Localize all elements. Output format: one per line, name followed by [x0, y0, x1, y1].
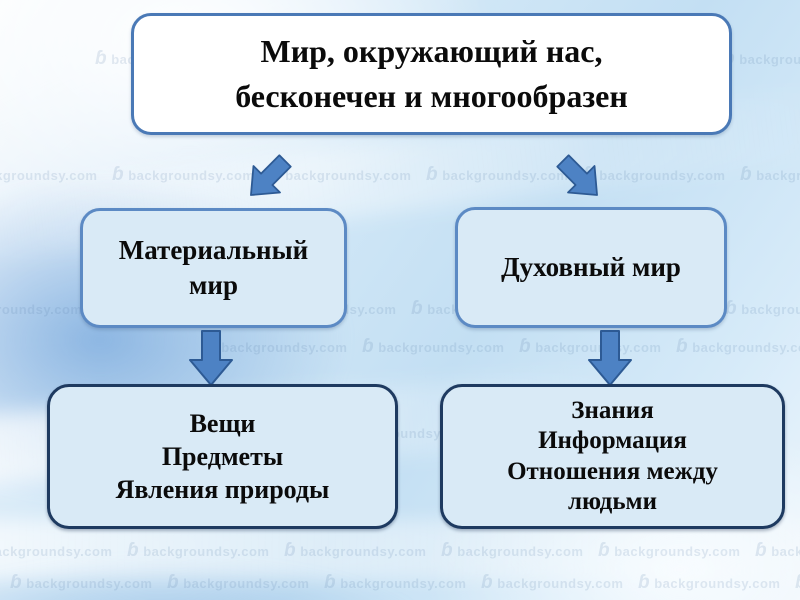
arrow-to-material-items-icon	[189, 330, 233, 386]
spiritual-item-3: Отношения между людьми	[507, 457, 718, 516]
title-line-2: бесконечен и многообразен	[235, 78, 628, 114]
spiritual-world-box: Духовный мир	[455, 207, 727, 328]
title-line-1: Мир, окружающий нас,	[260, 32, 603, 69]
material-world-box: Материальный мир	[80, 208, 347, 328]
spiritual-item-1: Знания	[571, 396, 654, 424]
material-item-3: Явления природы	[115, 475, 330, 504]
spiritual-items-box: Знания Информация Отношения между людьми	[440, 384, 785, 529]
material-item-2: Предметы	[161, 441, 284, 471]
arrow-to-spiritual-items-icon	[588, 330, 632, 386]
material-items-box: Вещи Предметы Явления природы	[47, 384, 398, 529]
material-item-1: Вещи	[189, 408, 256, 438]
spiritual-world-label: Духовный мир	[501, 251, 681, 282]
title-box: Мир, окружающий нас, бесконечен и многоо…	[131, 13, 732, 135]
arrow-to-spiritual-icon	[556, 154, 598, 196]
spiritual-item-2: Информация	[538, 427, 687, 454]
material-world-label: Материальный мир	[118, 234, 309, 300]
